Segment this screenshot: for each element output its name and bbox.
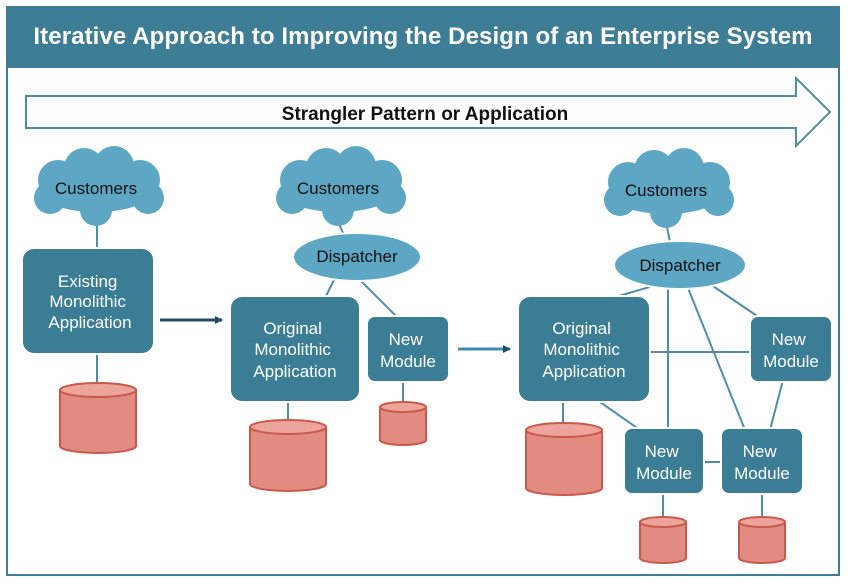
svg-text:Original Monolithic: Original Monolithic Application <box>253 319 336 381</box>
new-module-box: New Module <box>749 315 833 383</box>
module-label-line: Module <box>636 464 692 483</box>
app-label-line: Original <box>552 319 611 338</box>
svg-text:New Module: New Module <box>380 330 436 371</box>
module-label-line: New <box>772 330 807 349</box>
svg-text:Original Monolithic: Original Monolithic Application <box>542 319 625 381</box>
customers-label: Customers <box>297 179 379 198</box>
module-label-line: Module <box>734 464 790 483</box>
svg-text:New Module: New Module <box>763 330 819 371</box>
svg-text:Existing Monolithic: Existing Monolithic Application <box>48 272 131 332</box>
monolithic-application-box: Original Monolithic Application <box>517 295 651 403</box>
new-module-box: New Module <box>623 427 705 495</box>
connector-line <box>359 279 399 319</box>
customers-cloud: Customers <box>276 146 406 226</box>
customers-cloud: Customers <box>604 148 734 228</box>
module-label-line: Module <box>763 352 819 371</box>
dispatcher-node: Dispatcher <box>613 240 747 290</box>
app-label-line: Application <box>542 362 625 381</box>
module-label-line: Module <box>380 352 436 371</box>
new-module-box: New Module <box>720 427 804 495</box>
customers-label: Customers <box>55 179 137 198</box>
strangler-arrow-label: Strangler Pattern or Application <box>282 104 568 125</box>
customers-cloud: Customers <box>34 146 164 226</box>
diagram-title: Iterative Approach to Improving the Desi… <box>33 23 813 50</box>
monolithic-application-box: Original Monolithic Application <box>229 295 361 403</box>
database-icon <box>379 401 427 446</box>
strangler-arrow: Strangler Pattern or Application <box>25 75 832 149</box>
database-icon <box>525 422 603 496</box>
database-icon <box>249 419 327 492</box>
app-label-line: Application <box>253 362 336 381</box>
app-label-line: Original <box>263 319 322 338</box>
app-label-line: Monolithic <box>49 292 126 311</box>
customers-label: Customers <box>625 181 707 200</box>
svg-text:New Module: New Module <box>734 442 790 483</box>
connector-line <box>709 283 761 319</box>
connector-line <box>599 401 641 431</box>
title-bar: Iterative Approach to Improving the Desi… <box>6 6 840 68</box>
module-label-line: New <box>645 442 680 461</box>
app-label-line: Application <box>48 313 131 332</box>
dispatcher-label: Dispatcher <box>639 256 721 275</box>
database-icon <box>59 382 137 454</box>
database-icon <box>639 516 687 564</box>
connector-line <box>687 287 746 431</box>
connector-line <box>769 379 784 431</box>
app-label-line: Monolithic <box>543 340 620 359</box>
module-label-line: New <box>743 442 778 461</box>
dispatcher-node: Dispatcher <box>292 232 422 282</box>
svg-text:New Module: New Module <box>636 442 692 483</box>
new-module-box: New Module <box>366 315 450 383</box>
app-label-line: Monolithic <box>254 340 331 359</box>
database-icon <box>738 516 786 564</box>
monolithic-application-box: Existing Monolithic Application <box>21 247 155 355</box>
app-label-line: Existing <box>58 272 118 291</box>
dispatcher-label: Dispatcher <box>316 247 398 266</box>
module-label-line: New <box>389 330 424 349</box>
